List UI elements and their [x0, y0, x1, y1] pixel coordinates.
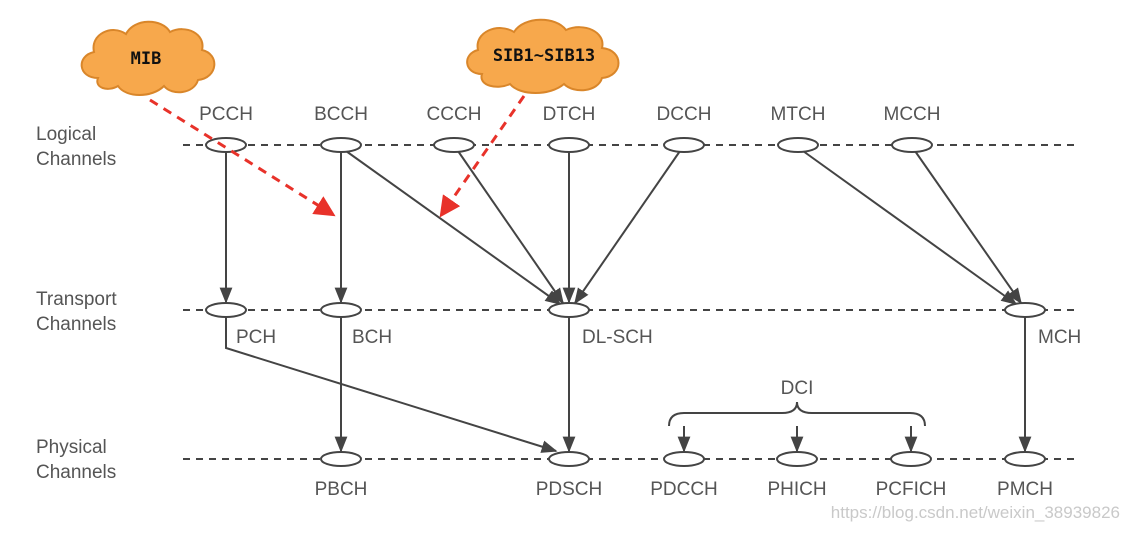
logical-channel-bcch: BCCH	[314, 104, 368, 125]
physical-channel-pbch: PBCH	[315, 479, 368, 500]
node-pbch	[320, 451, 362, 467]
transport-channel-bch: BCH	[352, 327, 392, 348]
dci-brace	[668, 401, 926, 427]
logical-channel-mtch: MTCH	[771, 104, 826, 125]
layer-label-physical-2: Channels	[36, 462, 116, 483]
node-dcch	[663, 137, 705, 153]
node-pdcch	[663, 451, 705, 467]
node-bch	[320, 302, 362, 318]
logical-channel-pcch: PCCH	[199, 104, 253, 125]
node-ccch	[433, 137, 475, 153]
cloud-icon: SIB1~SIB13	[466, 18, 620, 94]
node-mch	[1004, 302, 1046, 318]
edge-dcch-dlsch	[574, 150, 681, 305]
node-pdsch	[548, 451, 590, 467]
layer-label-transport-2: Channels	[36, 314, 116, 335]
physical-channel-phich: PHICH	[767, 479, 826, 500]
mib-to-bch-dashed-arrow	[149, 98, 336, 217]
transport-channel-pch: PCH	[236, 327, 276, 348]
sib-to-dlsch-dashed-arrow	[439, 95, 526, 218]
physical-channel-pdsch: PDSCH	[536, 479, 603, 500]
node-mcch	[891, 137, 933, 153]
layer-label-logical-1: Logical	[36, 124, 96, 145]
physical-channel-pcfich: PCFICH	[876, 479, 947, 500]
edge-bcch-dlsch	[345, 150, 562, 305]
transport-channel-mch: MCH	[1038, 327, 1081, 348]
edge-pch-pdsch	[225, 317, 558, 453]
physical-channel-pmch: PMCH	[997, 479, 1053, 500]
node-mtch	[777, 137, 819, 153]
logical-channel-mcch: MCCH	[884, 104, 941, 125]
logical-channel-ccch: CCCH	[427, 104, 482, 125]
node-pch	[205, 302, 247, 318]
transport-channel-dlsch: DL-SCH	[582, 327, 653, 348]
node-dtch	[548, 137, 590, 153]
node-pcfich	[890, 451, 932, 467]
layer-label-logical-2: Channels	[36, 149, 116, 170]
edge-ccch-dlsch	[457, 150, 564, 305]
node-bcch	[320, 137, 362, 153]
node-pcch	[205, 137, 247, 153]
edge-mtch-mch	[802, 150, 1018, 305]
node-phich	[776, 451, 818, 467]
watermark: https://blog.csdn.net/weixin_38939826	[831, 503, 1120, 522]
dci-label: DCI	[781, 378, 814, 399]
node-pmch	[1004, 451, 1046, 467]
layer-label-physical-1: Physical	[36, 437, 107, 458]
cloud-label-mib: MIB	[131, 49, 162, 69]
cloud-icon: MIB	[80, 20, 216, 96]
physical-channel-pdcch: PDCCH	[650, 479, 718, 500]
layer-label-transport-1: Transport	[36, 289, 117, 310]
edge-mcch-mch	[914, 150, 1022, 305]
logical-channel-dtch: DTCH	[543, 104, 596, 125]
cloud-label-sib: SIB1~SIB13	[493, 46, 595, 66]
node-dlsch	[548, 302, 590, 318]
logical-channel-dcch: DCCH	[657, 104, 712, 125]
